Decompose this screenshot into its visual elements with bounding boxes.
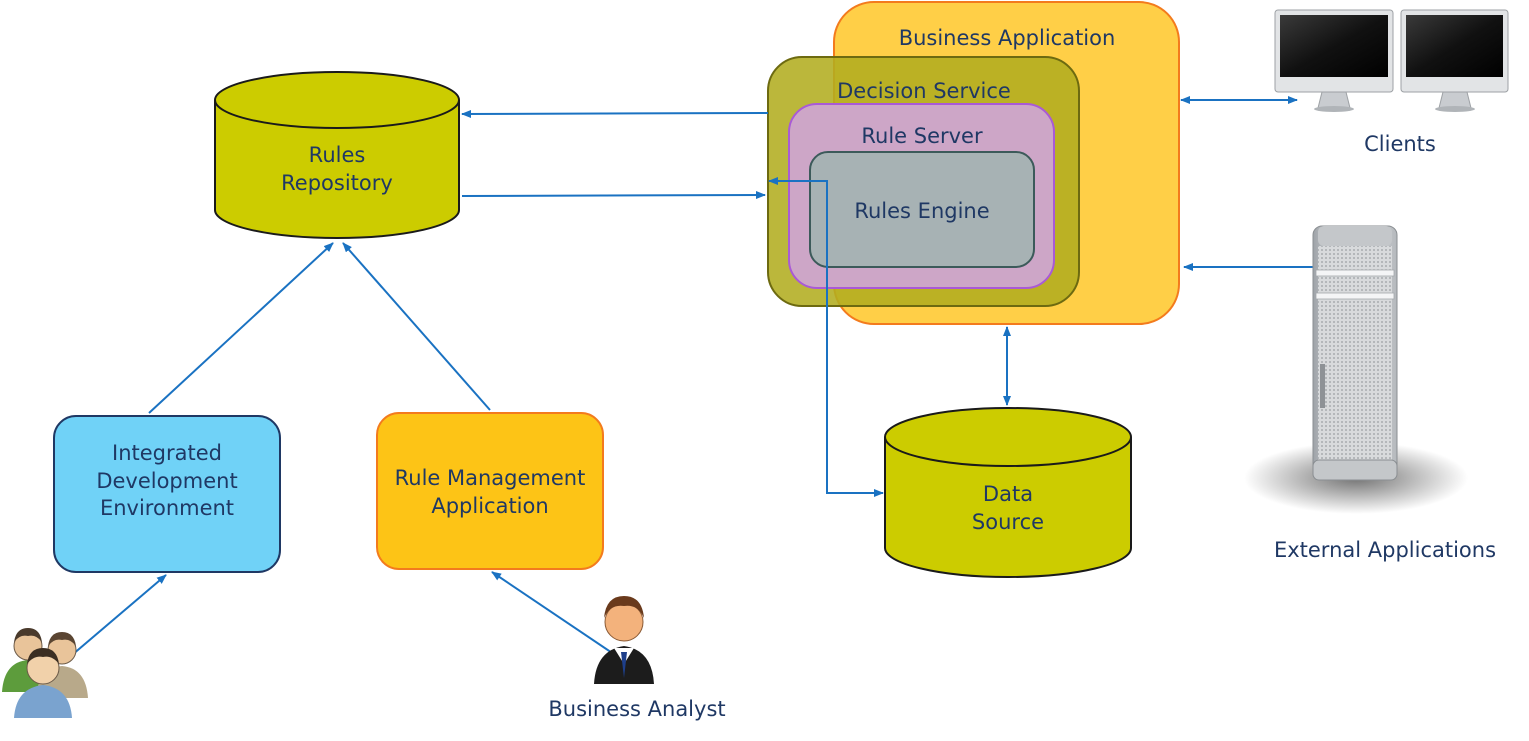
arrow-developers-to-ide <box>71 574 167 656</box>
imac-icon <box>1400 9 1509 112</box>
arrow-engine-datasource <box>768 177 884 497</box>
business-analyst-icon <box>594 596 654 684</box>
rule-server-label: Rule Server <box>861 124 983 148</box>
rules-engine-label: Rules Engine <box>854 199 989 223</box>
imac-icon <box>1274 9 1394 112</box>
ide-label-2: Development <box>96 469 237 493</box>
clients-label: Clients <box>1364 132 1436 156</box>
rules-engine-box: Rules Engine <box>809 151 1035 268</box>
server-tower-icon <box>1244 225 1468 514</box>
ide-box: Integrated Development Environment <box>53 415 281 573</box>
rules-repository-label-2: Repository <box>281 171 393 195</box>
decision-service-label: Decision Service <box>837 79 1011 103</box>
rules-repository-cylinder: Rules Repository <box>214 71 460 239</box>
business-analyst-label: Business Analyst <box>548 697 725 721</box>
arrow-repository-to-decision <box>461 191 766 200</box>
arrow-ide-to-repository <box>148 242 334 414</box>
ide-label-1: Integrated <box>112 441 222 465</box>
data-source-cylinder: Data Source <box>884 407 1132 578</box>
data-source-label-1: Data <box>983 482 1033 506</box>
rule-management-label-2: Application <box>431 494 548 518</box>
rules-repository-label-1: Rules <box>309 143 366 167</box>
external-applications-label: External Applications <box>1274 538 1496 562</box>
rule-management-box: Rule Management Application <box>376 412 604 570</box>
ide-label-3: Environment <box>100 496 234 520</box>
arrow-rulemgmt-to-repository <box>342 242 491 411</box>
data-source-label-2: Source <box>972 510 1044 534</box>
rule-management-label-1: Rule Management <box>395 466 586 490</box>
clients-computers-icon <box>1274 9 1509 112</box>
arrow-decision-to-repository <box>461 109 769 118</box>
developers-group-icon <box>2 628 88 718</box>
business-application-label: Business Application <box>899 26 1116 50</box>
person-icon <box>14 648 72 718</box>
